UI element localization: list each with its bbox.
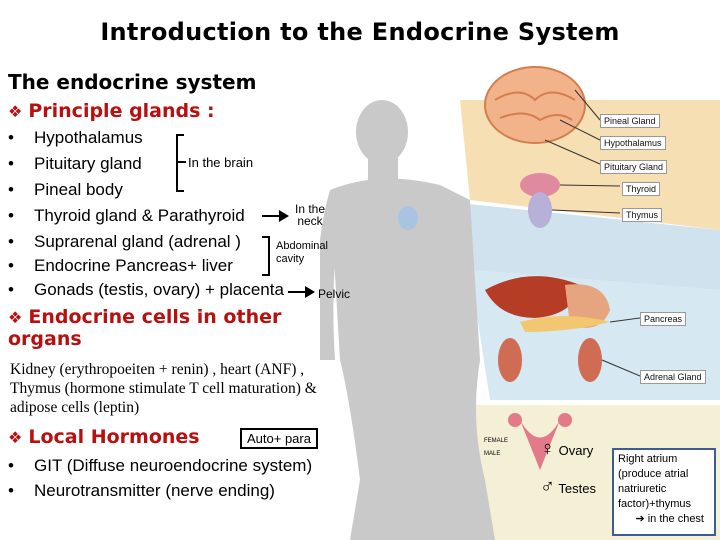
neck-note: In the neck	[294, 202, 326, 228]
label-ovary: Ovary	[558, 443, 594, 458]
section-heading: The endocrine system	[8, 70, 257, 94]
brain-bracket-connector	[176, 161, 186, 163]
neck-arrow-line	[262, 215, 280, 217]
label-thymus: Thymus	[622, 208, 663, 222]
right-arrow-icon: ➔	[635, 513, 645, 525]
in-chest-note: in the chest	[647, 513, 704, 525]
pelvic-arrow-line	[288, 291, 306, 293]
local-hormones-heading-row: ❖ Local Hormones	[8, 426, 200, 448]
principle-glands-heading-row: ❖ Principle glands :	[8, 100, 215, 122]
gland-item: •Suprarenal gland (adrenal )	[8, 232, 241, 251]
other-cells-heading: Endocrine cells in other organs	[8, 306, 282, 350]
pelvic-arrow-icon	[305, 286, 315, 298]
endocrine-body-figure	[320, 66, 720, 540]
torso-silhouette	[330, 178, 495, 540]
in-chest-note-row: ➔ in the chest	[618, 512, 710, 527]
brain-bracket	[176, 134, 184, 192]
pelvic-note: Pelvic	[318, 287, 351, 301]
liver-illustration	[485, 276, 580, 318]
label-thyroid: Thyroid	[622, 182, 661, 196]
male-symbol-icon: ♂	[540, 476, 555, 498]
neck-arrow-icon	[279, 210, 289, 222]
label-female: FEMALE	[484, 438, 509, 444]
abdominal-bracket	[262, 236, 270, 276]
right-atrium-note-box: Right atrium (produce atrial natriuretic…	[612, 448, 716, 536]
brain-note: In the brain	[188, 155, 254, 170]
gland-item: •Thyroid gland & Parathyroid	[8, 206, 245, 225]
diamond-bullet-icon: ❖	[8, 102, 23, 121]
kidney-illustration	[498, 338, 522, 382]
pancreas-illustration	[520, 316, 610, 332]
label-adrenal-gland: Adrenal Gland	[640, 370, 706, 384]
gland-item: •Endocrine Pancreas+ liver	[8, 256, 233, 275]
label-hypothalamus: Hypothalamus	[600, 136, 666, 150]
other-cells-text: Kidney (erythropoeiten + renin) , heart …	[10, 361, 317, 416]
local-hormone-item: •Neurotransmitter (nerve ending)	[8, 481, 275, 500]
shoulder-silhouette	[320, 190, 340, 360]
gland-item: •Hypothalamus	[8, 128, 143, 147]
gland-item: •Pineal body	[8, 180, 123, 199]
label-pineal-gland: Pineal Gland	[600, 114, 660, 128]
ovary-label-group: ♀ Ovary	[540, 438, 593, 461]
other-cells-heading-row: ❖Endocrine cells in other organs	[8, 306, 338, 350]
auto-para-box: Auto+ para	[240, 428, 318, 449]
principle-glands-heading: Principle glands :	[28, 100, 215, 122]
testes-label-group: ♂ Testes	[540, 476, 596, 499]
abdominal-note: Abdominal cavity	[276, 240, 328, 265]
label-pancreas: Pancreas	[640, 312, 687, 326]
page-title: Introduction to the Endocrine System	[100, 18, 620, 46]
local-hormone-item: •GIT (Diffuse neuroendocrine system)	[8, 456, 313, 475]
diamond-bullet-icon: ❖	[8, 428, 23, 447]
gland-item: •Gonads (testis, ovary) + placenta	[8, 280, 284, 299]
right-atrium-note: Right atrium (produce atrial natriuretic…	[618, 453, 692, 510]
diamond-bullet-icon: ❖	[8, 308, 23, 327]
head-silhouette	[356, 100, 408, 164]
label-testes: Testes	[558, 481, 596, 496]
local-hormones-heading: Local Hormones	[28, 426, 200, 448]
uterus-illustration	[520, 420, 560, 470]
brain-illustration	[484, 66, 586, 144]
label-male: MALE	[484, 451, 501, 457]
gland-item: •Pituitary gland	[8, 154, 142, 173]
thyroid-illustration	[520, 173, 560, 197]
neck-band	[430, 200, 720, 290]
label-pituitary-gland: Pituitary Gland	[600, 160, 668, 174]
neck-silhouette	[368, 158, 398, 182]
female-symbol-icon: ♀	[540, 438, 555, 460]
